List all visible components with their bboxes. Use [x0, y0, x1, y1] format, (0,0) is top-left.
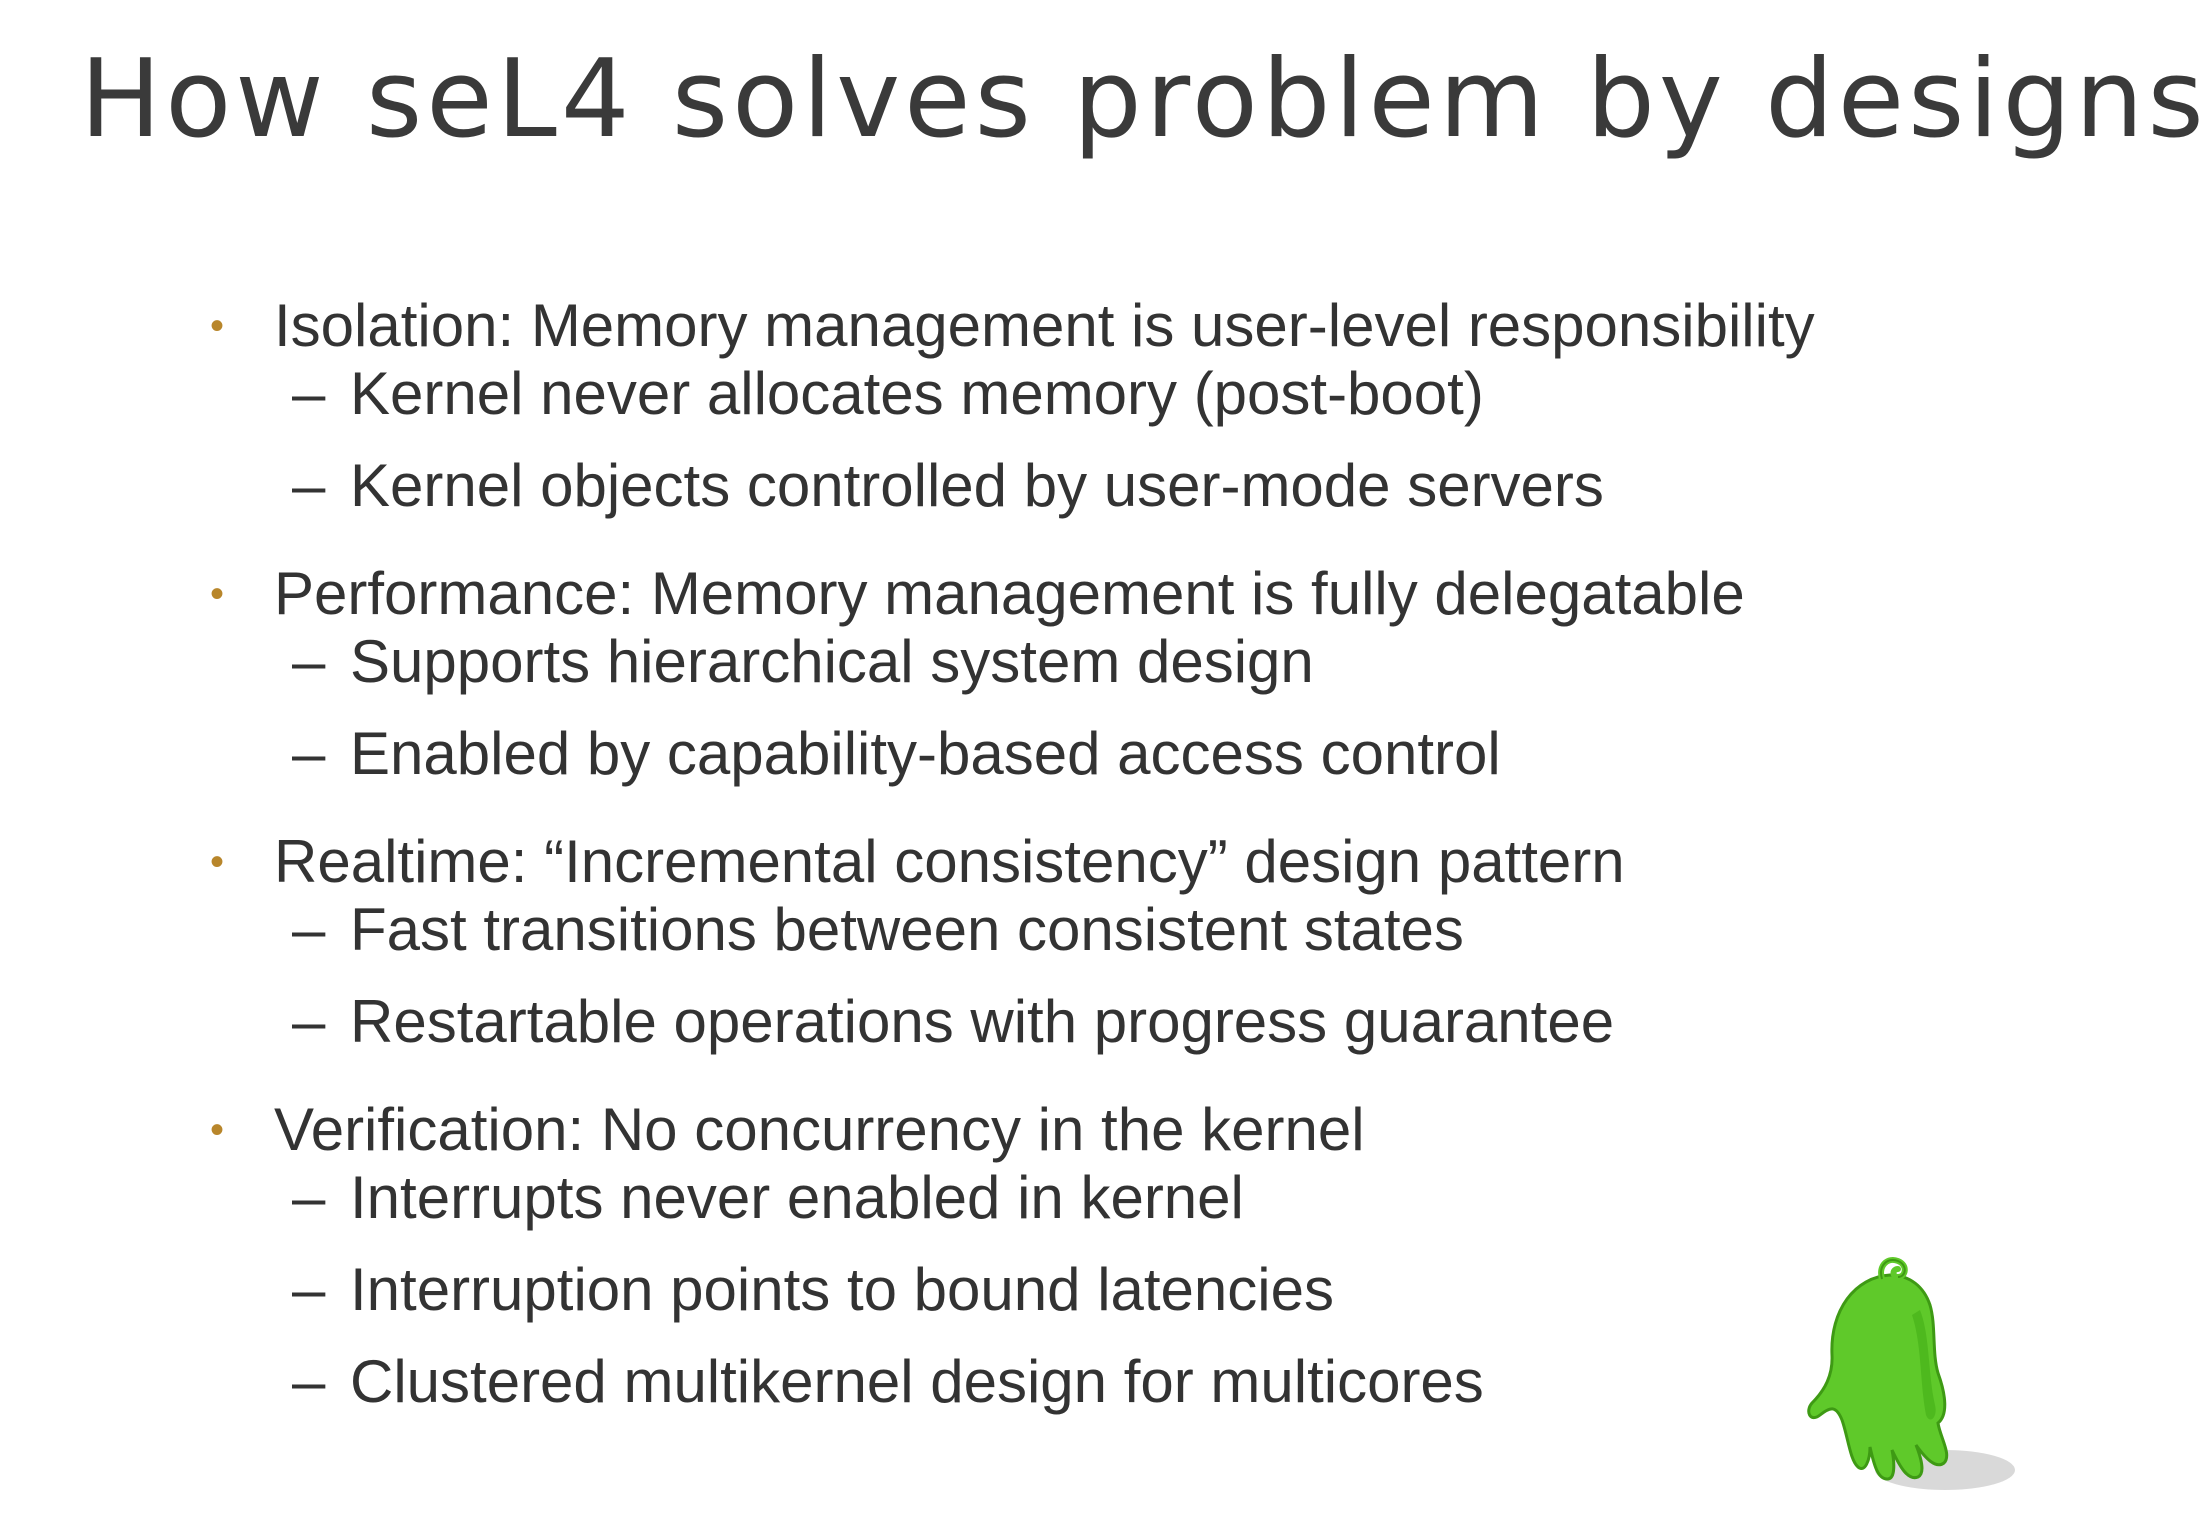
- sub-bullet-text: Kernel never allocates memory (post-boot…: [350, 360, 1484, 427]
- dash-icon: –: [292, 720, 326, 787]
- bullet-text: Verification: No concurrency in the kern…: [274, 1096, 1365, 1163]
- sub-bullet-text: Fast transitions between consistent stat…: [350, 896, 1464, 963]
- sub-bullet-text: Supports hierarchical system design: [350, 628, 1314, 695]
- slide-title: How seL4 solves problem by designs: [80, 37, 2208, 162]
- dash-icon: –: [292, 628, 326, 695]
- sub-bullet: – Kernel objects controlled by user-mode…: [208, 454, 1968, 518]
- bullet-heading: • Realtime: “Incremental consistency” de…: [208, 826, 1968, 898]
- sub-bullet: – Interrupts never enabled in kernel: [208, 1166, 1968, 1230]
- bullet-text: Performance: Memory management is fully …: [274, 560, 1745, 627]
- dash-icon: –: [292, 988, 326, 1055]
- dash-icon: –: [292, 1164, 326, 1231]
- sub-bullet: – Interruption points to bound latencies: [208, 1258, 1968, 1322]
- bullet-list: • Isolation: Memory management is user-l…: [208, 290, 1968, 1454]
- bullet-heading: • Verification: No concurrency in the ke…: [208, 1094, 1968, 1166]
- sub-bullet-text: Interruption points to bound latencies: [350, 1256, 1334, 1323]
- dash-icon: –: [292, 1348, 326, 1415]
- bullet-dot-icon: •: [210, 572, 225, 616]
- bullet-heading: • Isolation: Memory management is user-l…: [208, 290, 1968, 362]
- section-performance: • Performance: Memory management is full…: [208, 558, 1968, 786]
- slide: How seL4 solves problem by designs • Iso…: [80, 37, 2208, 1490]
- sub-bullet: – Supports hierarchical system design: [208, 630, 1968, 694]
- sub-bullet: – Kernel never allocates memory (post-bo…: [208, 362, 1968, 426]
- dash-icon: –: [292, 1256, 326, 1323]
- sub-bullet: – Enabled by capability-based access con…: [208, 722, 1968, 786]
- sub-bullet-text: Enabled by capability-based access contr…: [350, 720, 1501, 787]
- sub-bullet: – Fast transitions between consistent st…: [208, 898, 1968, 962]
- bullet-dot-icon: •: [210, 1108, 225, 1152]
- sub-bullet: – Clustered multikernel design for multi…: [208, 1350, 1968, 1414]
- bullet-dot-icon: •: [210, 304, 225, 348]
- sub-bullet-text: Kernel objects controlled by user-mode s…: [350, 452, 1604, 519]
- section-verification: • Verification: No concurrency in the ke…: [208, 1094, 1968, 1414]
- bullet-text: Isolation: Memory management is user-lev…: [274, 292, 1815, 359]
- bullet-text: Realtime: “Incremental consistency” desi…: [274, 828, 1625, 895]
- section-isolation: • Isolation: Memory management is user-l…: [208, 290, 1968, 518]
- bullet-dot-icon: •: [210, 840, 225, 884]
- dash-icon: –: [292, 452, 326, 519]
- dash-icon: –: [292, 896, 326, 963]
- bullet-heading: • Performance: Memory management is full…: [208, 558, 1968, 630]
- dash-icon: –: [292, 360, 326, 427]
- green-creature-icon: [1807, 1257, 2015, 1490]
- sub-bullet-text: Clustered multikernel design for multico…: [350, 1348, 1484, 1415]
- sub-bullet-text: Restartable operations with progress gua…: [350, 988, 1615, 1055]
- sub-bullet: – Restartable operations with progress g…: [208, 990, 1968, 1054]
- sub-bullet-text: Interrupts never enabled in kernel: [350, 1164, 1244, 1231]
- section-realtime: • Realtime: “Incremental consistency” de…: [208, 826, 1968, 1054]
